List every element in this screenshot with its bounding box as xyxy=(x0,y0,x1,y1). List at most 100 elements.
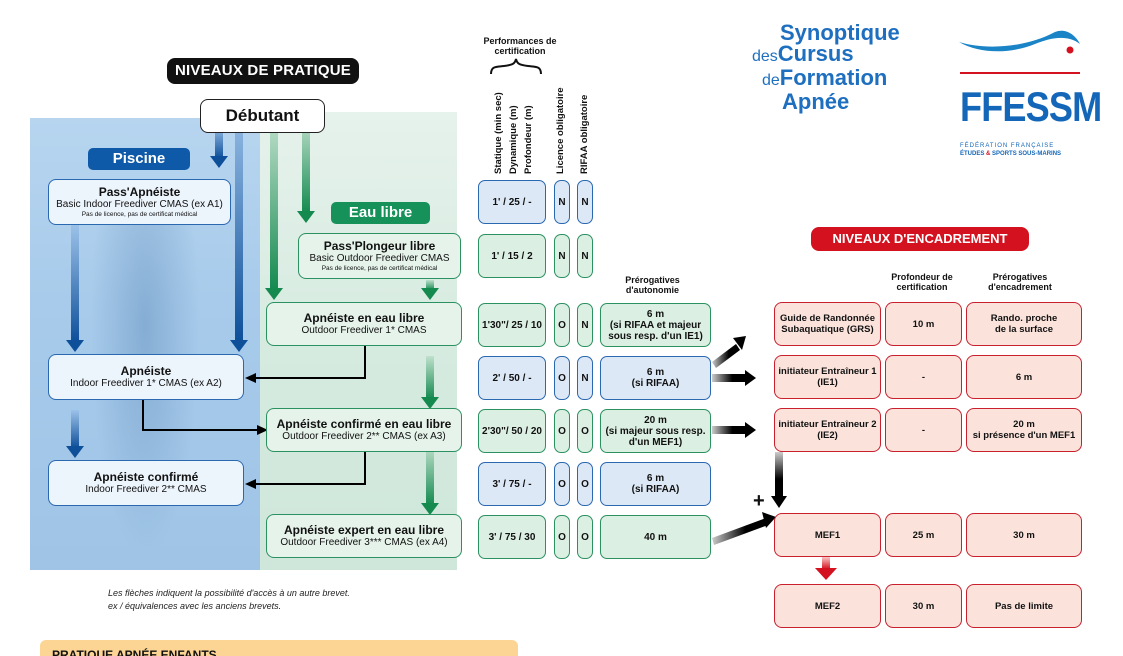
licence-header: Licence obligatoire xyxy=(555,87,566,174)
ffessm-divider xyxy=(960,72,1080,74)
level-apneiste[interactable]: Apnéiste Indoor Freediver 1* CMAS (ex A2… xyxy=(48,354,244,400)
level-note: Pas de licence, pas de certificat médica… xyxy=(81,211,198,218)
level-pass-plongeur-libre[interactable]: Pass'Plongeur libre Basic Outdoor Freedi… xyxy=(298,233,461,279)
encadrement-name-cell[interactable]: Guide de Randonnée Subaquatique (GRS) xyxy=(774,302,881,346)
performance-cell: 3' / 75 / 30 xyxy=(478,515,546,559)
rifaa-cell: N xyxy=(577,356,593,400)
encadrement-profondeur-cell: - xyxy=(885,408,962,452)
autonomie-cell: 40 m xyxy=(600,515,711,559)
performance-cell: 1' / 15 / 2 xyxy=(478,234,546,278)
green-arrow-debutant-pass-plongeur xyxy=(297,118,315,223)
encadrement-name-cell[interactable]: initiateur Entraîneur 2 (IE2) xyxy=(774,408,881,452)
green-arrow-confirme-expert xyxy=(421,445,439,515)
level-apneiste-expert-eau-libre[interactable]: Apnéiste expert en eau libre Outdoor Fre… xyxy=(266,514,462,558)
dynamique-header: Dynamique (m) xyxy=(508,105,519,174)
title-line-3: Formation xyxy=(779,65,888,90)
profondeur-certification-header: Profondeur de certification xyxy=(891,272,953,292)
title-line-1: Synoptique xyxy=(780,20,900,45)
level-title: Pass'Apnéiste xyxy=(98,185,181,199)
level-title: Apnéiste xyxy=(120,364,172,378)
arrow-to-grs xyxy=(712,336,746,368)
autonomie-cell: 6 m (si RIFAA) xyxy=(600,356,711,400)
rifaa-cell: O xyxy=(577,409,593,453)
arrow-ie2-to-mef1 xyxy=(771,452,787,508)
statique-header: Statique (min sec) xyxy=(493,92,504,174)
ffessm-brand: FFESSM xyxy=(960,83,1102,130)
note-line-1: Les flèches indiquent la possibilité d'a… xyxy=(108,588,350,598)
green-arrow-debutant-apneiste-eau-libre xyxy=(265,118,283,300)
piscine-label: Piscine xyxy=(88,148,190,170)
level-apneiste-confirme[interactable]: Apnéiste confirmé Indoor Freediver 2** C… xyxy=(48,460,244,506)
encadrement-prerogatives-cell: 20 m si présence d'un MEF1 xyxy=(966,408,1082,452)
encadrement-profondeur-cell: 30 m xyxy=(885,584,962,628)
brace-icon xyxy=(490,58,542,75)
licence-cell: O xyxy=(554,515,570,559)
encadrement-name-cell[interactable]: initiateur Entraîneur 1 (IE1) xyxy=(774,355,881,399)
debutant-label: Débutant xyxy=(225,106,300,125)
arrow-expert-to-mef1 xyxy=(712,512,776,545)
autonomie-cell: 6 m (si RIFAA) xyxy=(600,462,711,506)
encadrement-profondeur-cell: 25 m xyxy=(885,513,962,557)
level-subtitle: Indoor Freediver 2** CMAS xyxy=(85,484,207,495)
level-subtitle: Basic Indoor Freediver CMAS (ex A1) xyxy=(56,199,223,210)
connector-arrowhead xyxy=(257,425,268,435)
licence-cell: N xyxy=(554,234,570,278)
arrow-to-ie2 xyxy=(712,422,756,438)
level-title: Pass'Plongeur libre xyxy=(323,239,436,253)
plus-sign: + xyxy=(753,490,765,512)
ffessm-subtitle-2a: ÉTUDES xyxy=(960,151,985,157)
encadrement-prerogatives-cell: 30 m xyxy=(966,513,1082,557)
encadrement-name-cell[interactable]: MEF1 xyxy=(774,513,881,557)
title-line-4: Apnée xyxy=(782,89,850,114)
blue-arrow-pass-apneiste-apneiste-left xyxy=(66,225,84,352)
rifaa-cell: O xyxy=(577,462,593,506)
title-line-2-prefix: des xyxy=(752,48,778,65)
rifaa-header: RIFAA obligatoire xyxy=(579,94,590,174)
level-title: Apnéiste expert en eau libre xyxy=(283,523,445,537)
prerogatives-encadrement-header: Prérogatives d'encadrement xyxy=(988,272,1052,292)
licence-cell: O xyxy=(554,462,570,506)
connector-arrowhead xyxy=(245,373,256,383)
ffessm-wave-icon xyxy=(959,30,1080,54)
connector-eau-libre-to-apneiste xyxy=(255,345,366,379)
pratique-enfants-title: PRATIQUE APNÉE ENFANTS xyxy=(52,648,217,656)
green-arrow-pass-plongeur-apneiste-eau-libre xyxy=(421,280,439,300)
ffessm-subtitle-2b: SPORTS SOUS-MARINS xyxy=(992,151,1062,157)
green-arrow-eau-libre-confirme xyxy=(421,356,439,409)
level-title: Apnéiste confirmé en eau libre xyxy=(276,417,452,431)
ffessm-subtitle-amp: & xyxy=(986,151,991,157)
level-apneiste-confirme-eau-libre[interactable]: Apnéiste confirmé en eau libre Outdoor F… xyxy=(266,408,462,452)
pratique-enfants-section[interactable]: PRATIQUE APNÉE ENFANTS xyxy=(40,640,518,656)
profondeur-header: Profondeur (m) xyxy=(523,105,534,174)
autonomie-cell: 6 m (si RIFAA et majeur sous resp. d'un … xyxy=(600,303,711,347)
level-subtitle: Basic Outdoor Freediver CMAS xyxy=(309,253,450,264)
blue-arrow-pass-apneiste-apneiste-right xyxy=(230,100,248,352)
prerogatives-autonomie-header: Prérogatives d'autonomie xyxy=(625,275,680,295)
level-subtitle: Outdoor Freediver 2** CMAS (ex A3) xyxy=(282,431,446,442)
licence-cell: O xyxy=(554,409,570,453)
performance-cell: 1' / 25 / - xyxy=(478,180,546,224)
level-title: Apnéiste en eau libre xyxy=(303,311,425,325)
performances-header: Performances de certification xyxy=(483,36,557,56)
level-subtitle: Outdoor Freediver 1* CMAS xyxy=(301,325,427,336)
encadrement-prerogatives-cell: 6 m xyxy=(966,355,1082,399)
blue-arrow-debutant-pass-apneiste xyxy=(210,125,228,168)
eau-libre-label: Eau libre xyxy=(331,202,430,224)
level-pass-apneiste[interactable]: Pass'Apnéiste Basic Indoor Freediver CMA… xyxy=(48,179,231,225)
level-note: Pas de licence, pas de certificat médica… xyxy=(321,265,438,272)
connector-arrowhead xyxy=(245,479,256,489)
rifaa-cell: N xyxy=(577,303,593,347)
encadrement-name-cell[interactable]: MEF2 xyxy=(774,584,881,628)
title-line-3-prefix: de xyxy=(762,72,780,89)
red-arrow-mef1-to-mef2 xyxy=(815,557,837,580)
level-apneiste-eau-libre[interactable]: Apnéiste en eau libre Outdoor Freediver … xyxy=(266,302,462,346)
niveaux-pratique-label: NIVEAUX DE PRATIQUE xyxy=(167,58,359,84)
debutant-box[interactable]: Débutant xyxy=(200,99,325,133)
licence-cell: O xyxy=(554,303,570,347)
connector-apneiste-to-confirme-eau-libre xyxy=(142,400,258,431)
ffessm-subtitle-1: FÉDÉRATION FRANÇAISE xyxy=(960,143,1055,149)
performance-cell: 2'30"/ 50 / 20 xyxy=(478,409,546,453)
connector-confirme-eau-libre-to-apneiste-confirme xyxy=(255,452,366,485)
encadrement-prerogatives-cell: Pas de limite xyxy=(966,584,1082,628)
